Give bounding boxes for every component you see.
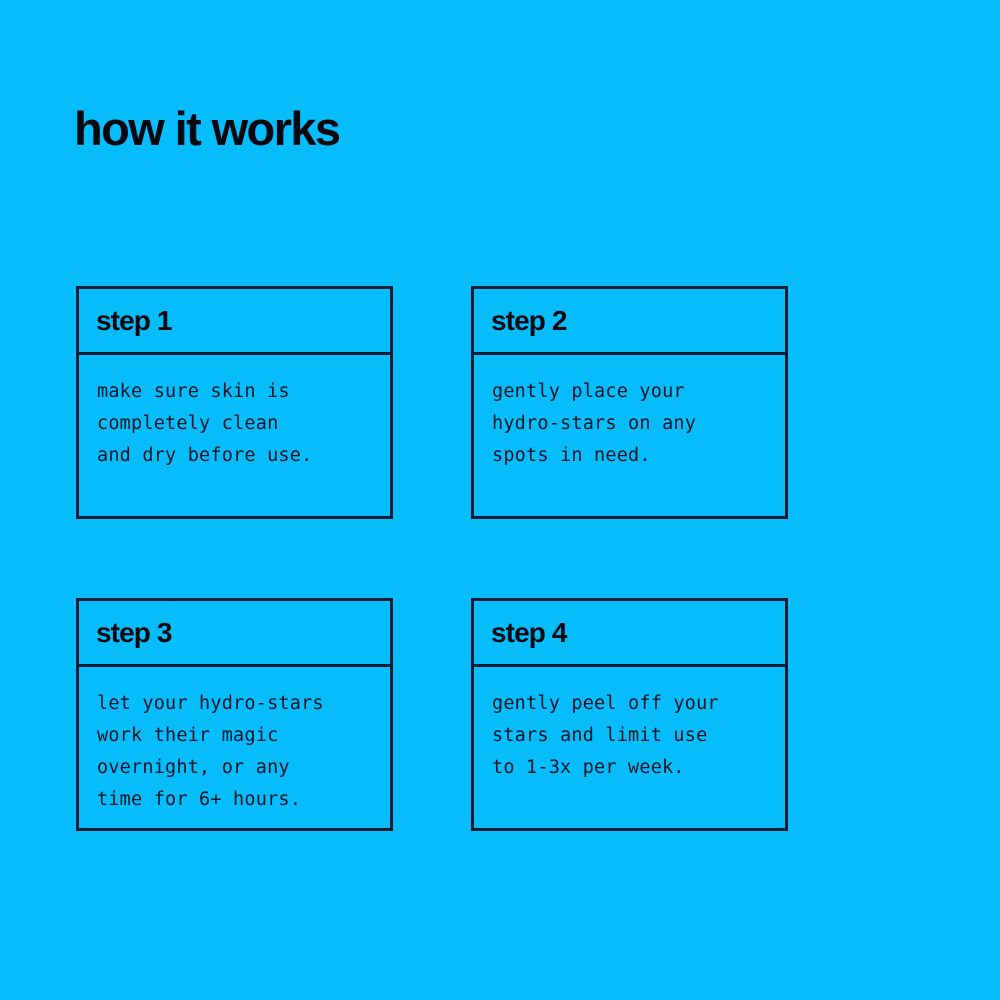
- page-title: how it works: [74, 102, 341, 155]
- step-card-3-header: step 3: [79, 601, 390, 667]
- step-card-3: step 3 let your hydro-stars work their m…: [76, 598, 393, 831]
- step-card-3-body: let your hydro-stars work their magic ov…: [79, 667, 390, 828]
- step-card-2: step 2 gently place your hydro-stars on …: [471, 286, 788, 519]
- step-card-4-title: step 4: [491, 616, 567, 648]
- step-card-2-text: gently place your hydro-stars on any spo…: [492, 381, 697, 466]
- step-card-1: step 1 make sure skin is completely clea…: [76, 286, 393, 519]
- step-card-2-title: step 2: [491, 304, 567, 336]
- step-card-2-body: gently place your hydro-stars on any spo…: [474, 355, 785, 516]
- step-card-3-title: step 3: [96, 616, 172, 648]
- step-card-4-header: step 4: [474, 601, 785, 667]
- step-card-4-body: gently peel off your stars and limit use…: [474, 667, 785, 828]
- step-card-4-text: gently peel off your stars and limit use…: [492, 693, 719, 778]
- step-card-1-header: step 1: [79, 289, 390, 355]
- step-card-4: step 4 gently peel off your stars and li…: [471, 598, 788, 831]
- step-card-3-text: let your hydro-stars work their magic ov…: [97, 693, 324, 810]
- step-card-1-title: step 1: [96, 304, 172, 336]
- step-card-1-text: make sure skin is completely clean and d…: [97, 381, 313, 466]
- step-card-grid: step 1 make sure skin is completely clea…: [76, 286, 788, 831]
- step-card-1-body: make sure skin is completely clean and d…: [79, 355, 390, 516]
- step-card-2-header: step 2: [474, 289, 785, 355]
